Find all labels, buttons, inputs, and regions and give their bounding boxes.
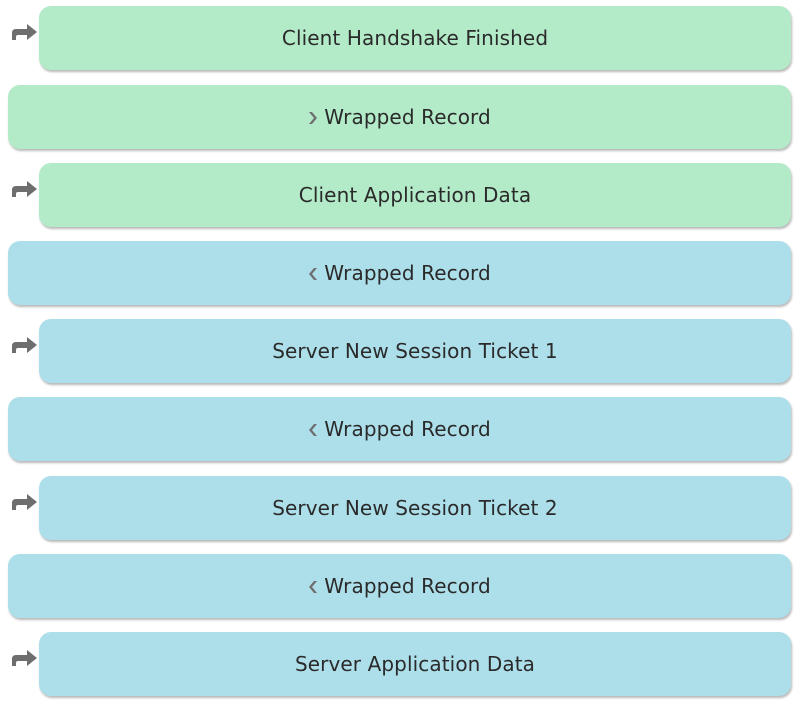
server-new-session-ticket-2-label: Server New Session Ticket 2 <box>272 496 558 520</box>
arrow-right-icon <box>12 24 37 40</box>
client-application-data-label: Client Application Data <box>298 183 532 207</box>
row-wrapped-record-client: Wrapped Record <box>0 85 800 151</box>
wrapped-record-server-bar[interactable]: Wrapped Record <box>8 554 791 618</box>
row-wrapped-record-server-3: Wrapped Record <box>0 554 800 620</box>
server-new-session-ticket-2-bar[interactable]: Server New Session Ticket 2 <box>39 476 791 540</box>
row-server-new-session-ticket-2: Server New Session Ticket 2 <box>0 476 800 542</box>
row-client-application-data: Client Application Data <box>0 163 800 229</box>
chevron-right-icon <box>309 112 318 124</box>
wrapped-record-label: Wrapped Record <box>324 574 491 598</box>
wrapped-record-label: Wrapped Record <box>324 261 491 285</box>
chevron-left-icon <box>309 424 318 436</box>
wrapped-record-server-bar[interactable]: Wrapped Record <box>8 397 791 461</box>
wrapped-record-label: Wrapped Record <box>324 417 491 441</box>
row-server-application-data: Server Application Data <box>0 632 800 698</box>
client-handshake-finished-bar[interactable]: Client Handshake Finished <box>39 6 791 70</box>
wrapped-record-label: Wrapped Record <box>324 105 491 129</box>
row-wrapped-record-server-2: Wrapped Record <box>0 397 800 463</box>
client-handshake-finished-label: Client Handshake Finished <box>281 26 549 50</box>
chevron-left-icon <box>309 268 318 280</box>
row-wrapped-record-server-1: Wrapped Record <box>0 241 800 307</box>
wrapped-record-server-bar[interactable]: Wrapped Record <box>8 241 791 305</box>
server-application-data-bar[interactable]: Server Application Data <box>39 632 791 696</box>
arrow-right-icon <box>12 650 37 666</box>
client-application-data-bar[interactable]: Client Application Data <box>39 163 791 227</box>
arrow-right-icon <box>12 494 37 510</box>
wrapped-record-client-bar[interactable]: Wrapped Record <box>8 85 791 149</box>
row-server-new-session-ticket-1: Server New Session Ticket 1 <box>0 319 800 385</box>
server-application-data-label: Server Application Data <box>294 652 536 676</box>
chevron-left-icon <box>309 581 318 593</box>
row-client-handshake-finished: Client Handshake Finished <box>0 6 800 72</box>
arrow-right-icon <box>12 181 37 197</box>
server-new-session-ticket-1-bar[interactable]: Server New Session Ticket 1 <box>39 319 791 383</box>
server-new-session-ticket-1-label: Server New Session Ticket 1 <box>272 339 558 363</box>
arrow-right-icon <box>12 337 37 353</box>
